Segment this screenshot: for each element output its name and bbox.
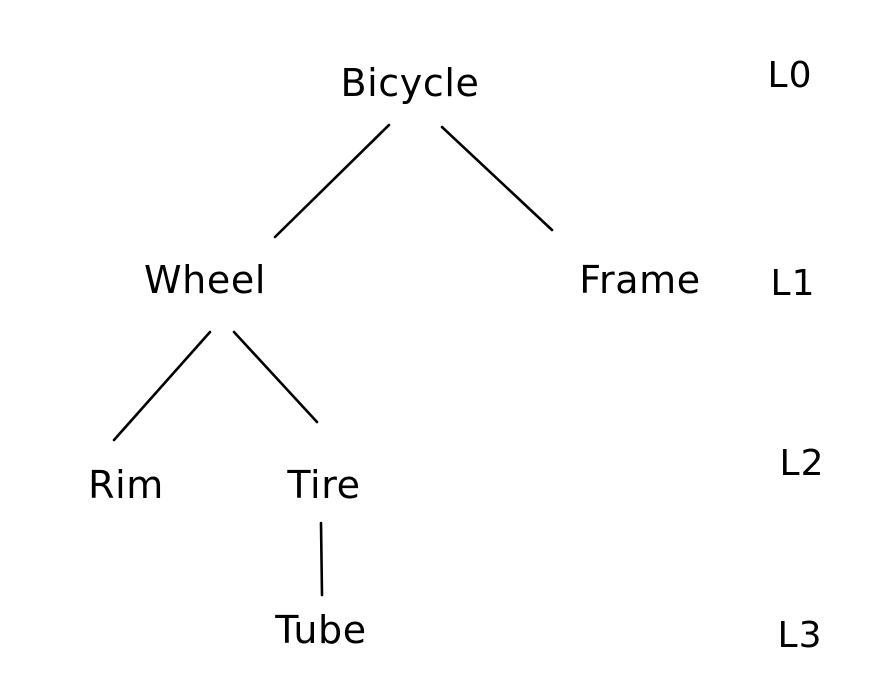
level-label-l3: L3 — [777, 615, 823, 656]
node-bicycle: Bicycle — [340, 61, 480, 105]
edge-wheel-rim — [112, 330, 212, 442]
edge-wheel-tire — [232, 330, 319, 424]
node-tube: Tube — [275, 608, 367, 652]
edge-bicycle-wheel — [273, 123, 391, 239]
edge-tire-tube — [319, 521, 324, 597]
level-label-l1: L1 — [770, 263, 816, 304]
edge-bicycle-frame — [440, 125, 554, 232]
level-label-l0: L0 — [767, 55, 813, 96]
node-tire: Tire — [287, 463, 361, 507]
node-rim: Rim — [88, 463, 164, 507]
node-wheel: Wheel — [144, 258, 266, 302]
node-frame: Frame — [579, 258, 701, 302]
level-label-l2: L2 — [779, 443, 825, 484]
